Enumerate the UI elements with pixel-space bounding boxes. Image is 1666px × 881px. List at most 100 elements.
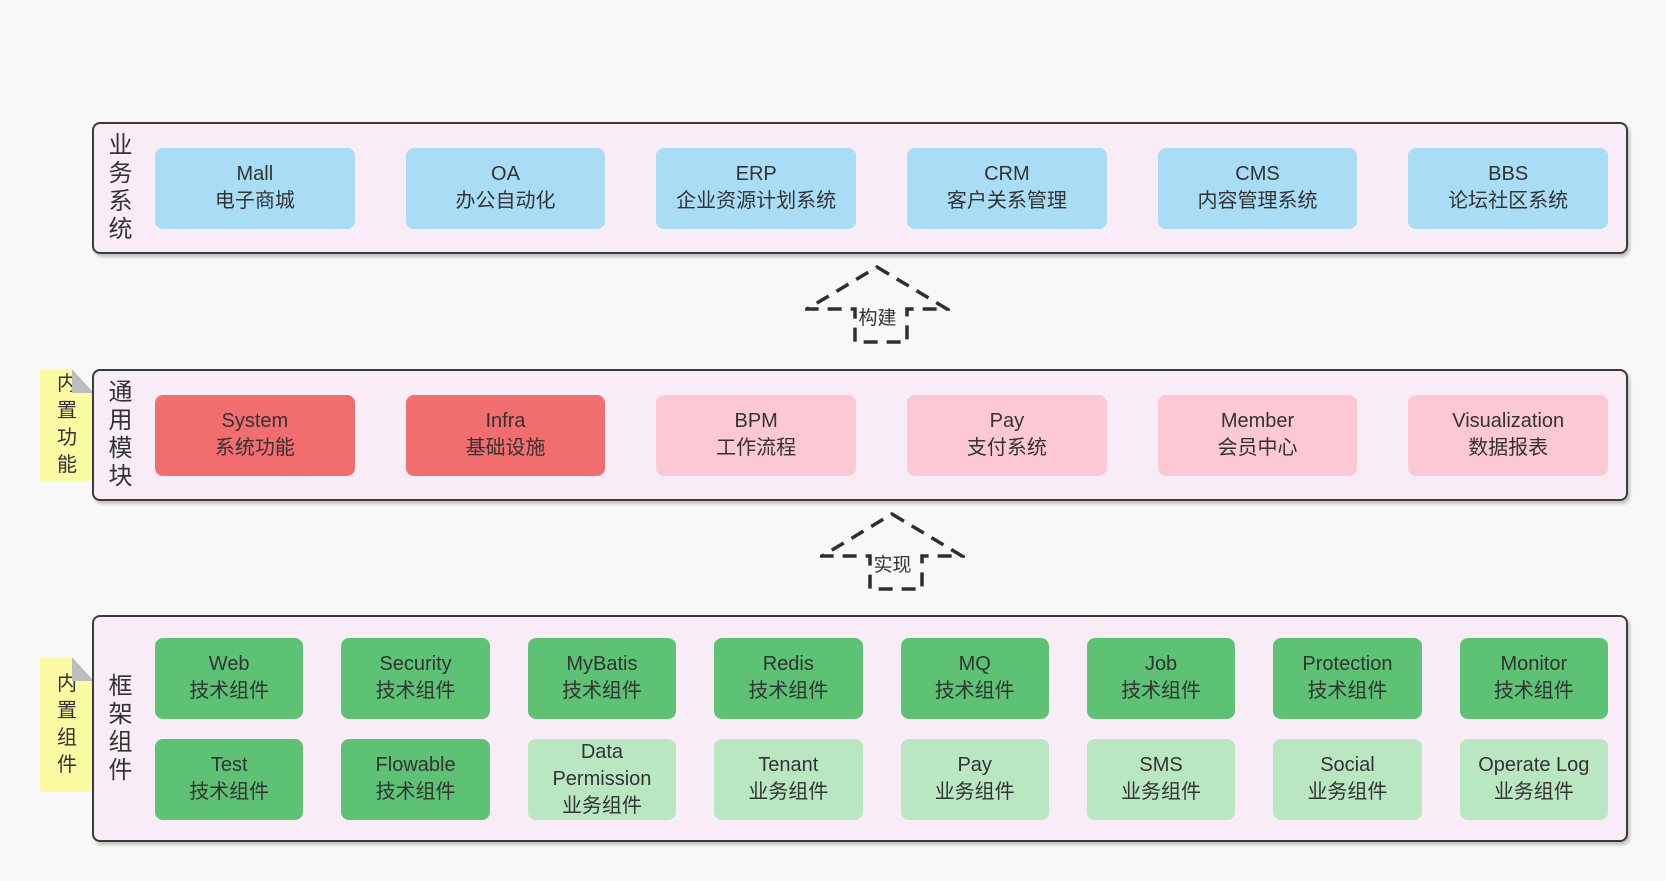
- box-title: Tenant: [758, 754, 819, 776]
- box-title: Pay: [989, 410, 1025, 432]
- component-box: Data Permission 业务组件: [527, 738, 677, 820]
- built-in-features-tag: 内置功能: [40, 369, 94, 481]
- box-title: Test: [210, 754, 248, 776]
- business-systems-panel: 业务系统 Mall 电子商城 OA 办公自动化 ERP 企业资源计划系统 CRM…: [92, 122, 1628, 254]
- folded-corner-icon: [72, 369, 94, 393]
- box-title: MyBatis: [566, 653, 638, 675]
- box-title: CMS: [1235, 163, 1280, 185]
- box-title: BPM: [734, 410, 778, 432]
- box-subtitle: 技术组件: [189, 680, 270, 702]
- box-subtitle: 技术组件: [1493, 680, 1574, 702]
- box-title: Redis: [762, 653, 814, 675]
- box-subtitle: 论坛社区系统: [1448, 190, 1569, 212]
- panel-label-text: 通用模块: [108, 379, 133, 490]
- box-title: Monitor: [1500, 653, 1568, 675]
- component-box: Tenant 业务组件: [714, 738, 863, 820]
- framework-components-panel: 框架组件 Web 技术组件 Security 技术组件 MyBatis 技术组件…: [92, 615, 1628, 842]
- box-subtitle: 业务组件: [1307, 781, 1388, 803]
- box-subtitle: 企业资源计划系统: [676, 190, 837, 212]
- component-box: Pay 业务组件: [900, 738, 1049, 820]
- box-title: Pay: [957, 754, 992, 776]
- box-subtitle: 工作流程: [716, 437, 797, 459]
- component-box: MyBatis 技术组件: [527, 637, 677, 719]
- component-box: MQ 技术组件: [900, 637, 1049, 719]
- component-box: Security 技术组件: [341, 637, 490, 719]
- box-title: Security: [379, 653, 452, 675]
- box-title: BBS: [1488, 163, 1529, 185]
- box-title: Job: [1144, 653, 1178, 675]
- component-box: CMS 内容管理系统: [1157, 147, 1358, 229]
- box-subtitle: 办公自动化: [455, 190, 556, 212]
- box-subtitle: 客户关系管理: [946, 190, 1067, 212]
- box-subtitle: 技术组件: [934, 680, 1015, 702]
- component-box: Social 业务组件: [1273, 738, 1422, 820]
- component-box: Monitor 技术组件: [1459, 637, 1608, 719]
- box-subtitle: 技术组件: [375, 781, 456, 803]
- box-title: CRM: [984, 163, 1030, 185]
- implement-arrow-up-icon: 实现: [820, 511, 965, 591]
- dashed-up-arrow-icon: [820, 511, 965, 591]
- box-subtitle: 业务组件: [1121, 781, 1202, 803]
- implement-arrow-label: 实现: [873, 555, 912, 576]
- box-subtitle: 电子商城: [214, 190, 295, 212]
- box-title: Social: [1320, 754, 1375, 776]
- box-subtitle: 业务组件: [1493, 781, 1574, 803]
- component-box: System 系统功能: [155, 394, 355, 476]
- built-in-components-tag-label: 内置组件: [57, 672, 77, 776]
- panel-label-framework-components: 框架组件: [94, 617, 147, 840]
- box-title: MQ: [958, 653, 991, 675]
- component-box: OA 办公自动化: [405, 147, 606, 229]
- box-subtitle: 基础设施: [465, 437, 546, 459]
- component-box: ERP 企业资源计划系统: [656, 147, 857, 229]
- component-box: CRM 客户关系管理: [907, 147, 1107, 229]
- box-subtitle: 技术组件: [375, 680, 456, 702]
- component-box: Operate Log 业务组件: [1459, 738, 1608, 820]
- folded-corner-icon: [72, 657, 94, 681]
- component-box: Flowable 技术组件: [341, 738, 490, 820]
- box-subtitle: 技术组件: [1121, 680, 1202, 702]
- component-box: Mall 电子商城: [155, 147, 355, 229]
- box-subtitle: 业务组件: [934, 781, 1015, 803]
- box-subtitle: 内容管理系统: [1197, 190, 1318, 212]
- component-box: Protection 技术组件: [1273, 637, 1422, 719]
- box-title: Protection: [1302, 653, 1393, 675]
- panel-label-common-modules: 通用模块: [94, 371, 147, 499]
- build-arrow-up-icon: 构建: [805, 264, 950, 344]
- box-title: Member: [1220, 410, 1295, 432]
- component-box: Member 会员中心: [1157, 394, 1358, 476]
- panel-label-business-systems: 业务系统: [94, 124, 147, 252]
- framework-components-row-1: Web 技术组件 Security 技术组件 MyBatis 技术组件 Redi…: [155, 637, 1608, 719]
- box-subtitle: 技术组件: [748, 680, 829, 702]
- built-in-features-tag-label: 内置功能: [57, 373, 77, 476]
- component-box: Pay 支付系统: [907, 394, 1107, 476]
- box-title: Data Permission: [552, 740, 652, 790]
- build-arrow-label: 构建: [858, 308, 897, 329]
- component-box: Infra 基础设施: [405, 394, 606, 476]
- component-box: Visualization 数据报表: [1408, 394, 1609, 476]
- component-box: Web 技术组件: [155, 637, 304, 719]
- box-title: Web: [208, 653, 250, 675]
- box-subtitle: 业务组件: [748, 781, 829, 803]
- framework-components-row-2: Test 技术组件 Flowable 技术组件 Data Permission …: [155, 738, 1608, 820]
- box-subtitle: 系统功能: [214, 437, 295, 459]
- component-box: Job 技术组件: [1086, 637, 1236, 719]
- component-box: SMS 业务组件: [1086, 738, 1236, 820]
- box-title: OA: [491, 163, 520, 185]
- box-title: System: [221, 410, 289, 432]
- box-title: Flowable: [375, 754, 456, 776]
- panel-label-text: 业务系统: [108, 132, 133, 243]
- box-subtitle: 技术组件: [1307, 680, 1388, 702]
- component-box: BPM 工作流程: [656, 394, 857, 476]
- box-title: ERP: [735, 163, 777, 185]
- dashed-up-arrow-icon: [805, 264, 950, 344]
- panel-label-text: 框架组件: [108, 672, 133, 784]
- component-box: Redis 技术组件: [714, 637, 863, 719]
- box-subtitle: 支付系统: [966, 437, 1047, 459]
- built-in-components-tag: 内置组件: [40, 657, 94, 792]
- common-modules-panel: 通用模块 System 系统功能 Infra 基础设施 BPM 工作流程 Pay…: [92, 369, 1628, 501]
- box-subtitle: 技术组件: [561, 680, 642, 702]
- box-title: Infra: [485, 410, 526, 432]
- business-systems-row: Mall 电子商城 OA 办公自动化 ERP 企业资源计划系统 CRM 客户关系…: [147, 124, 1626, 252]
- component-box: BBS 论坛社区系统: [1408, 147, 1609, 229]
